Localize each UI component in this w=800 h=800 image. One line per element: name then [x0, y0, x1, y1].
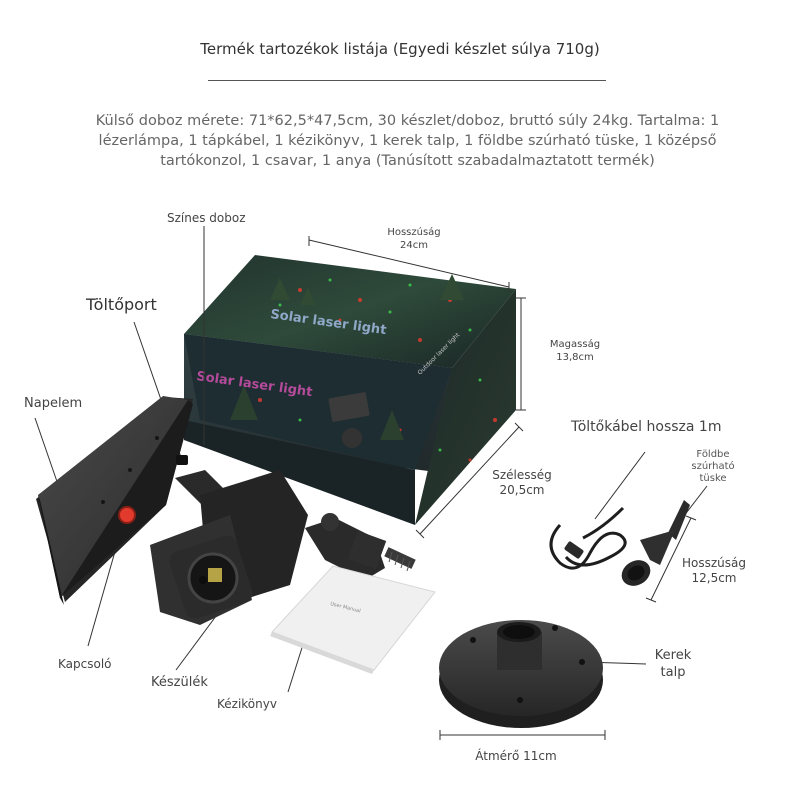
page-title: Termék tartozékok listája (Egyedi készle… [200, 40, 600, 58]
label-device: Készülék [151, 675, 208, 690]
solar-panel [36, 396, 193, 605]
label-switch: Kapcsoló [58, 657, 112, 671]
label-box-height-title: Magasság [549, 339, 601, 350]
label-manual: Kézikönyv [217, 697, 277, 711]
label-box-height-value: 13,8cm [556, 352, 594, 363]
color-box [184, 255, 516, 525]
label-box-width: Szélesség 20,5cm [482, 468, 562, 498]
label-round-base: Kerek talp [648, 647, 698, 681]
label-ground-spike-line2: szúrható [691, 461, 735, 472]
label-box-length-value: 24cm [400, 240, 428, 251]
label-round-base-line1: Kerek [654, 648, 692, 663]
laser-device [150, 470, 308, 625]
label-spike-length: Hosszúság 12,5cm [676, 556, 752, 586]
label-box-width-value: 20,5cm [499, 483, 545, 497]
ground-spike [621, 500, 690, 586]
label-round-base-line2: talp [660, 665, 686, 680]
user-manual [270, 565, 436, 674]
label-ground-spike: Földbe szúrható tüske [688, 449, 738, 485]
title-divider [208, 80, 606, 81]
label-spike-length-title: Hosszúság [682, 556, 746, 570]
power-switch [118, 506, 136, 524]
cable-plug [564, 541, 584, 559]
label-box-length-title: Hosszúság [387, 227, 441, 238]
label-cable-length: Töltőkábel hossza 1m [571, 419, 722, 435]
round-base [439, 620, 603, 728]
label-color-box: Színes doboz [167, 211, 246, 225]
label-solar-panel: Napelem [24, 396, 83, 411]
label-ground-spike-line3: tüske [699, 473, 727, 484]
label-charging-port: Töltőport [86, 295, 157, 314]
charging-cable [549, 506, 627, 570]
label-box-length: Hosszúság 24cm [374, 226, 454, 252]
dimension-lines [308, 236, 697, 740]
label-diameter: Átmérő 11cm [475, 749, 557, 763]
label-box-height: Magasság 13,8cm [535, 338, 615, 364]
label-spike-length-value: 12,5cm [691, 571, 737, 585]
label-ground-spike-line1: Földbe [696, 449, 730, 460]
package-description: Külső doboz mérete: 71*62,5*47,5cm, 30 k… [95, 113, 720, 169]
charging-port [176, 455, 188, 465]
label-box-width-title: Szélesség [492, 468, 552, 482]
mount-bracket [305, 513, 416, 580]
